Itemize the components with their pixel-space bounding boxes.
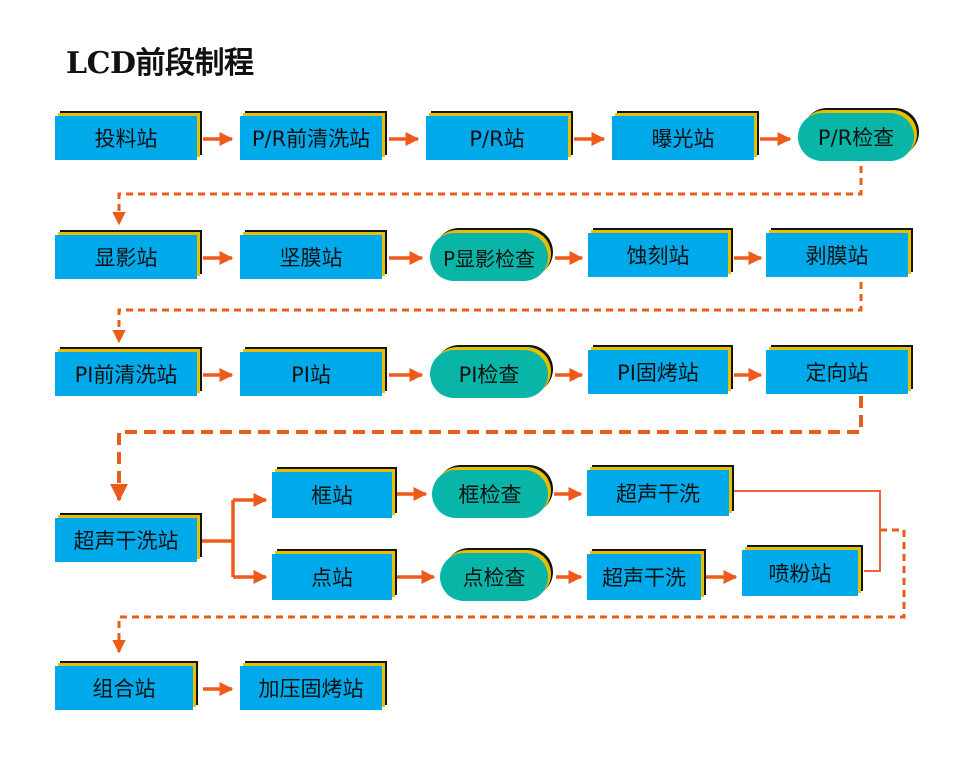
node-assembly-station: 组合站 <box>55 666 193 710</box>
node-pr-inspection: P/R检查 <box>798 113 914 161</box>
row-connector-3 <box>110 396 863 502</box>
node-pi-cure-station: PI固烤站 <box>588 350 728 394</box>
node-exposure-station: 曝光站 <box>612 116 754 160</box>
node-strip-station: 剥膜站 <box>766 233 908 277</box>
node-p-develop-inspection: P显影检查 <box>430 233 548 281</box>
node-dot-station: 点站 <box>272 554 392 600</box>
node-frame-station: 框站 <box>272 472 392 518</box>
node-pi-pre-clean-station: PI前清洗站 <box>55 352 197 396</box>
merge-line-top <box>732 490 881 530</box>
node-pi-inspection: PI检查 <box>430 350 548 398</box>
node-pr-station: P/R站 <box>426 116 568 160</box>
node-pi-station: PI站 <box>240 352 382 396</box>
node-ultrasonic-dry-clean-bottom: 超声干洗 <box>587 554 701 600</box>
row-connector-2 <box>112 282 863 344</box>
node-spray-powder-station: 喷粉站 <box>742 550 858 596</box>
diagram-title: LCD前段制程 <box>66 46 254 81</box>
node-hard-bake-station: 坚膜站 <box>240 235 382 279</box>
node-pressure-cure-station: 加压固烤站 <box>240 666 382 710</box>
row-connector-4 <box>112 528 906 654</box>
row-connector-1 <box>112 166 863 226</box>
node-pr-pre-clean-station: P/R前清洗站 <box>240 116 382 160</box>
node-alignment-station: 定向站 <box>766 350 908 394</box>
merge-line-bottom <box>864 530 881 572</box>
node-ultrasonic-dry-clean-station: 超声干洗站 <box>55 518 197 562</box>
node-develop-station: 显影站 <box>55 235 197 279</box>
node-etch-station: 蚀刻站 <box>588 233 728 277</box>
node-frame-inspection: 框检查 <box>432 470 548 518</box>
node-ultrasonic-dry-clean-top: 超声干洗 <box>587 470 729 516</box>
node-dot-inspection: 点检查 <box>440 553 548 601</box>
node-loading-station: 投料站 <box>55 116 197 160</box>
